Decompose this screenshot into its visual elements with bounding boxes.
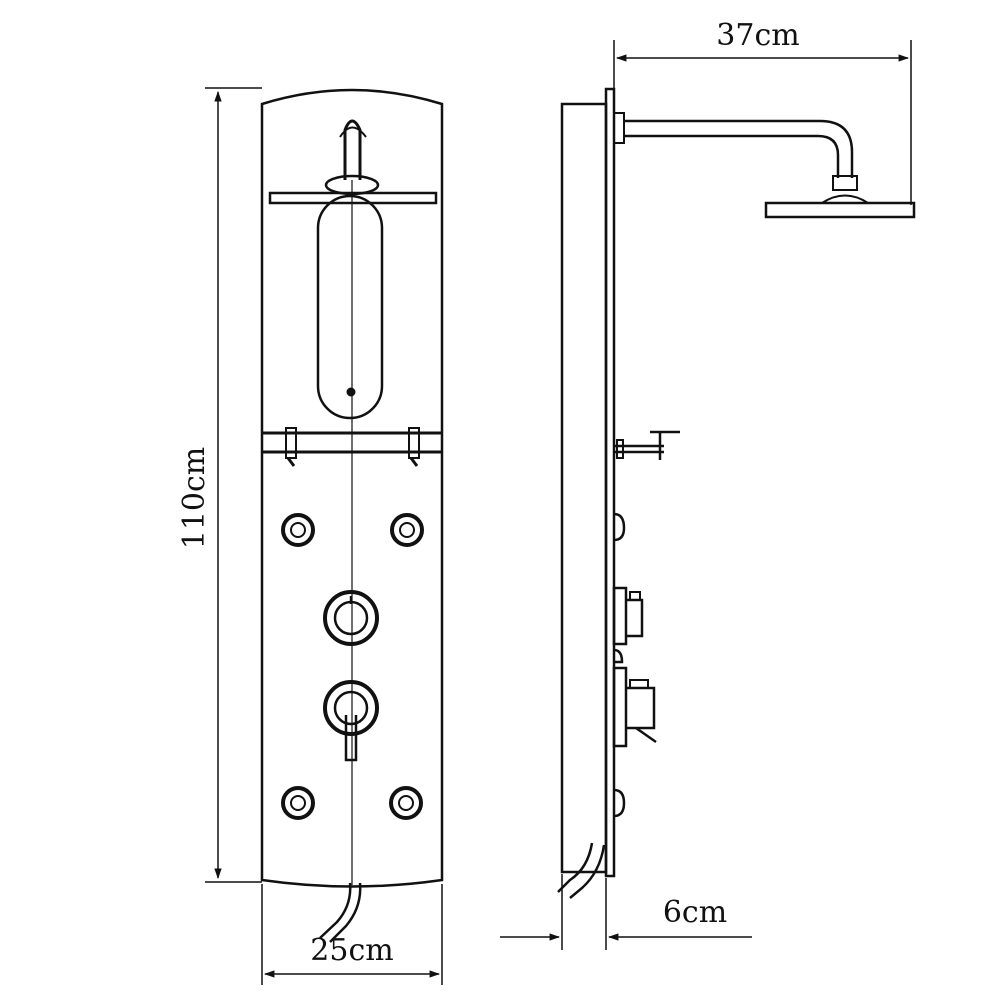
body-jet-top-left xyxy=(281,513,315,547)
side-panel-glass xyxy=(604,87,616,878)
side-mixer xyxy=(612,648,657,748)
side-holder-knob xyxy=(614,430,680,460)
side-diverter xyxy=(612,586,644,646)
diverter-knob xyxy=(323,590,379,646)
depth-dimension: 6cm xyxy=(500,874,752,950)
front-view xyxy=(260,88,444,943)
arm-reach-dimension-label: 37cm xyxy=(716,18,799,53)
side-view xyxy=(557,87,916,899)
side-panel-body xyxy=(560,102,608,874)
height-dimension-label: 110cm xyxy=(177,447,212,550)
front-hose xyxy=(319,882,362,943)
side-shower-arm xyxy=(613,112,916,219)
mixer-lever xyxy=(323,680,379,762)
width-dimension-label: 25cm xyxy=(310,933,393,968)
height-dimension: 110cm xyxy=(177,87,262,883)
side-shower-head xyxy=(764,201,916,219)
side-jet-bump-top xyxy=(613,512,626,542)
side-jet-bump-bottom xyxy=(613,788,626,818)
body-jet-top-right xyxy=(390,513,424,547)
side-hose xyxy=(557,842,606,899)
body-jet-bottom-left xyxy=(281,786,315,820)
body-jet-bottom-right xyxy=(389,786,423,820)
handheld-shower-dot xyxy=(346,387,356,397)
horizontal-rail xyxy=(262,427,442,467)
depth-dimension-label: 6cm xyxy=(663,895,727,930)
handheld-shower xyxy=(316,194,384,420)
top-shelf xyxy=(268,191,438,205)
front-panel-outline xyxy=(260,88,444,888)
arm-reach-dimension: 37cm xyxy=(613,18,912,205)
width-dimension: 25cm xyxy=(261,884,443,985)
